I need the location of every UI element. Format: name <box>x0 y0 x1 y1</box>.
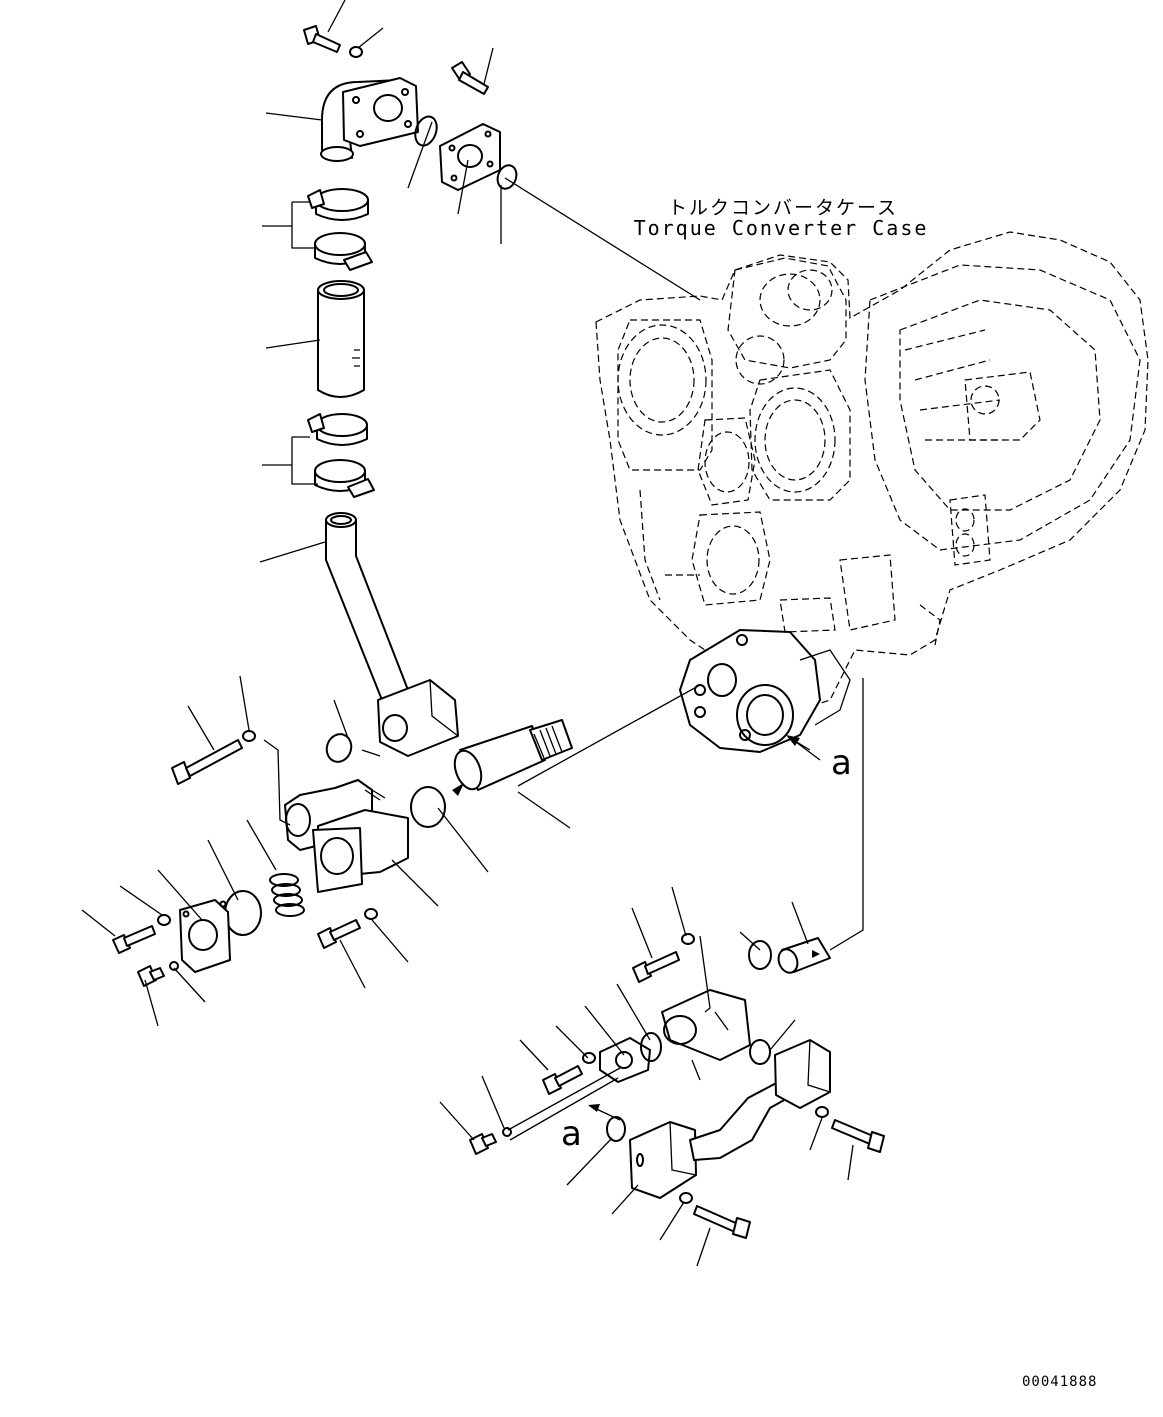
case-label-en: Torque Converter Case <box>634 216 929 240</box>
hose-clamp-lower-2 <box>314 459 375 498</box>
long-bolt <box>171 730 256 785</box>
upper-flange-plate <box>439 123 501 191</box>
pump-assembly <box>679 629 851 753</box>
cover-plate-small <box>599 1037 651 1083</box>
o-rings-lower <box>606 940 772 1142</box>
rubber-hose <box>317 280 365 398</box>
bolt-plate <box>542 1052 596 1095</box>
leader-lines <box>81 0 864 1267</box>
drawing-number: 00041888 <box>1022 1374 1097 1390</box>
bolt-pipe-bottom <box>679 1192 751 1239</box>
o-ring-top <box>414 115 518 190</box>
drain-plug-lower <box>469 1127 512 1155</box>
thermostat-spring <box>269 873 305 917</box>
upper-elbow-pipe <box>320 77 419 162</box>
hose-clamp-lower-1 <box>307 413 368 446</box>
hose-clamp-upper-1 <box>307 188 369 221</box>
torque-converter-case <box>595 231 1149 711</box>
cover-plate-left <box>179 899 231 973</box>
thermostat <box>452 719 573 796</box>
bolt-top-right <box>451 61 489 95</box>
thermostat-housing <box>284 779 409 893</box>
connector-tube <box>777 937 831 974</box>
hose-clamp-upper-2 <box>314 232 373 271</box>
lower-pipe-assembly <box>629 1039 831 1199</box>
lower-bent-pipe <box>325 512 459 757</box>
elbow-block <box>661 989 751 1061</box>
view-mark-a-upper: a <box>831 743 852 783</box>
case-label-jp: トルクコンバータケース <box>668 197 898 219</box>
bolt-cover <box>112 914 171 954</box>
view-mark-a-lower: a <box>561 1114 582 1154</box>
bolt-elbow <box>632 933 695 983</box>
bolt-pipe-right <box>815 1106 885 1153</box>
bolt-housing <box>317 908 378 949</box>
drain-plug-left <box>137 961 179 987</box>
bolt-top-left <box>303 25 363 58</box>
